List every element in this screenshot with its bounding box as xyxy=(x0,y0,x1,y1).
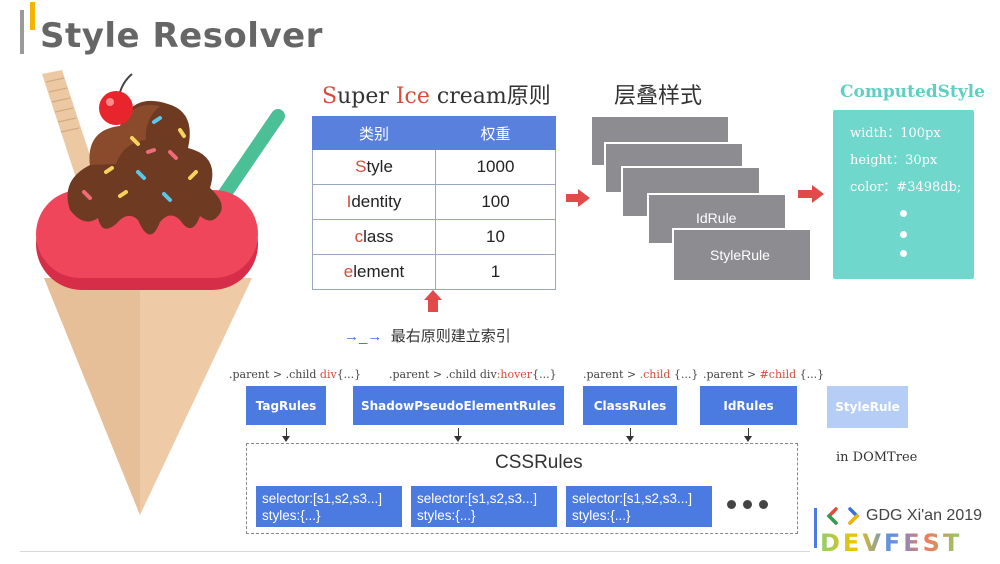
title-accent-yellow xyxy=(30,2,35,30)
tag-rules-box: TagRules xyxy=(246,386,326,425)
down-arrow-icon xyxy=(626,428,634,442)
priority-title: Super Ice cream原则 xyxy=(322,84,551,109)
rule-example-label: .parent > .child div:hover{...} xyxy=(389,368,557,381)
priority-table: 类别 权重 Style 1000 Identity 100 class 10 e… xyxy=(312,116,556,290)
selector-text: selector:[s1,s2,s3...] xyxy=(262,491,383,506)
layer-label: StyleRule xyxy=(710,247,770,263)
category-cell: element xyxy=(312,254,436,290)
selector-box: selector:[s1,s2,s3...] styles:{...} xyxy=(256,486,402,527)
computed-line: color：#3498db; xyxy=(850,180,962,195)
layer-label: IdRule xyxy=(696,210,737,226)
title-accent-gray xyxy=(20,10,24,54)
weight-cell: 1000 xyxy=(435,149,556,185)
table-row: Identity 100 xyxy=(312,184,556,220)
selector-text: selector:[s1,s2,s3...] xyxy=(572,491,693,506)
col-header-category: 类别 xyxy=(312,116,436,150)
rightmost-rule-note: →_→ 最右原则建立索引 xyxy=(344,328,511,345)
selector-text: selector:[s1,s2,s3...] xyxy=(417,491,538,506)
computed-line: width：100px xyxy=(850,126,941,141)
computed-style-title: ComputedStyle xyxy=(840,82,985,102)
selector-box: selector:[s1,s2,s3...] styles:{...} xyxy=(411,486,557,527)
css-rules-title: CSSRules xyxy=(495,452,583,473)
right-arrow-stem xyxy=(798,190,812,198)
right-arrow-stem xyxy=(566,194,578,202)
straw-icon xyxy=(215,109,285,205)
event-name: GDG Xi'an 2019 xyxy=(866,507,983,524)
styles-text: styles:{...} xyxy=(417,508,476,523)
computed-style-box: width：100px height：30px color：#3498db; xyxy=(833,110,974,279)
shadow-pseudo-element-rules-box: ShadowPseudoElementRules xyxy=(353,386,564,425)
rule-example-label: .parent > .child {...} xyxy=(583,368,699,381)
up-arrow-icon xyxy=(424,290,442,300)
style-layer-stylerule: StyleRule xyxy=(672,228,812,282)
table-row: class 10 xyxy=(312,219,556,255)
weight-cell: 1 xyxy=(435,254,556,290)
table-row: Style 1000 xyxy=(312,149,556,185)
category-cell: Style xyxy=(312,149,436,185)
id-rules-box: IdRules xyxy=(700,386,797,425)
cascade-title: 层叠样式 xyxy=(614,83,703,108)
category-cell: class xyxy=(312,219,436,255)
right-arrow-icon xyxy=(578,189,590,207)
down-arrow-icon xyxy=(454,428,462,442)
styles-text: styles:{...} xyxy=(262,508,321,523)
gdg-logo-icon xyxy=(826,507,860,525)
branding-bar xyxy=(814,508,817,548)
table-row: element 1 xyxy=(312,254,556,290)
computed-line: height：30px xyxy=(850,153,938,168)
rule-example-label: .parent > .child div{...} xyxy=(229,368,362,381)
col-header-weight: 权重 xyxy=(435,116,556,150)
up-arrow-stem xyxy=(428,300,438,312)
css-rules-container xyxy=(246,443,798,534)
ice-cream-illustration xyxy=(36,70,285,515)
footer-divider xyxy=(20,551,810,552)
in-domtree-caption: in DOMTree xyxy=(836,450,918,465)
down-arrow-icon xyxy=(744,428,752,442)
class-rules-box: ClassRules xyxy=(583,386,677,425)
wafer-stick-icon xyxy=(42,70,98,184)
styles-text: styles:{...} xyxy=(572,508,631,523)
ellipsis-dot xyxy=(727,500,736,509)
category-cell: Identity xyxy=(312,184,436,220)
cherry-icon xyxy=(99,91,133,125)
rule-example-label: .parent > #child {...} xyxy=(703,368,825,381)
table-header-row: 类别 权重 xyxy=(312,116,556,150)
selector-box: selector:[s1,s2,s3...] styles:{...} xyxy=(566,486,712,527)
right-arrow-icon xyxy=(812,185,824,203)
ellipsis-dot xyxy=(759,500,768,509)
style-rule-box: StyleRule xyxy=(827,386,908,428)
ellipsis-dot xyxy=(900,250,907,257)
weight-cell: 10 xyxy=(435,219,556,255)
ellipsis-dot xyxy=(900,210,907,217)
slide-title: Style Resolver xyxy=(40,16,323,56)
devfest-logo: DEVFEST xyxy=(820,529,963,557)
ellipsis-dot xyxy=(900,231,907,238)
weight-cell: 100 xyxy=(435,184,556,220)
ellipsis-dot xyxy=(743,500,752,509)
down-arrow-icon xyxy=(282,428,290,442)
